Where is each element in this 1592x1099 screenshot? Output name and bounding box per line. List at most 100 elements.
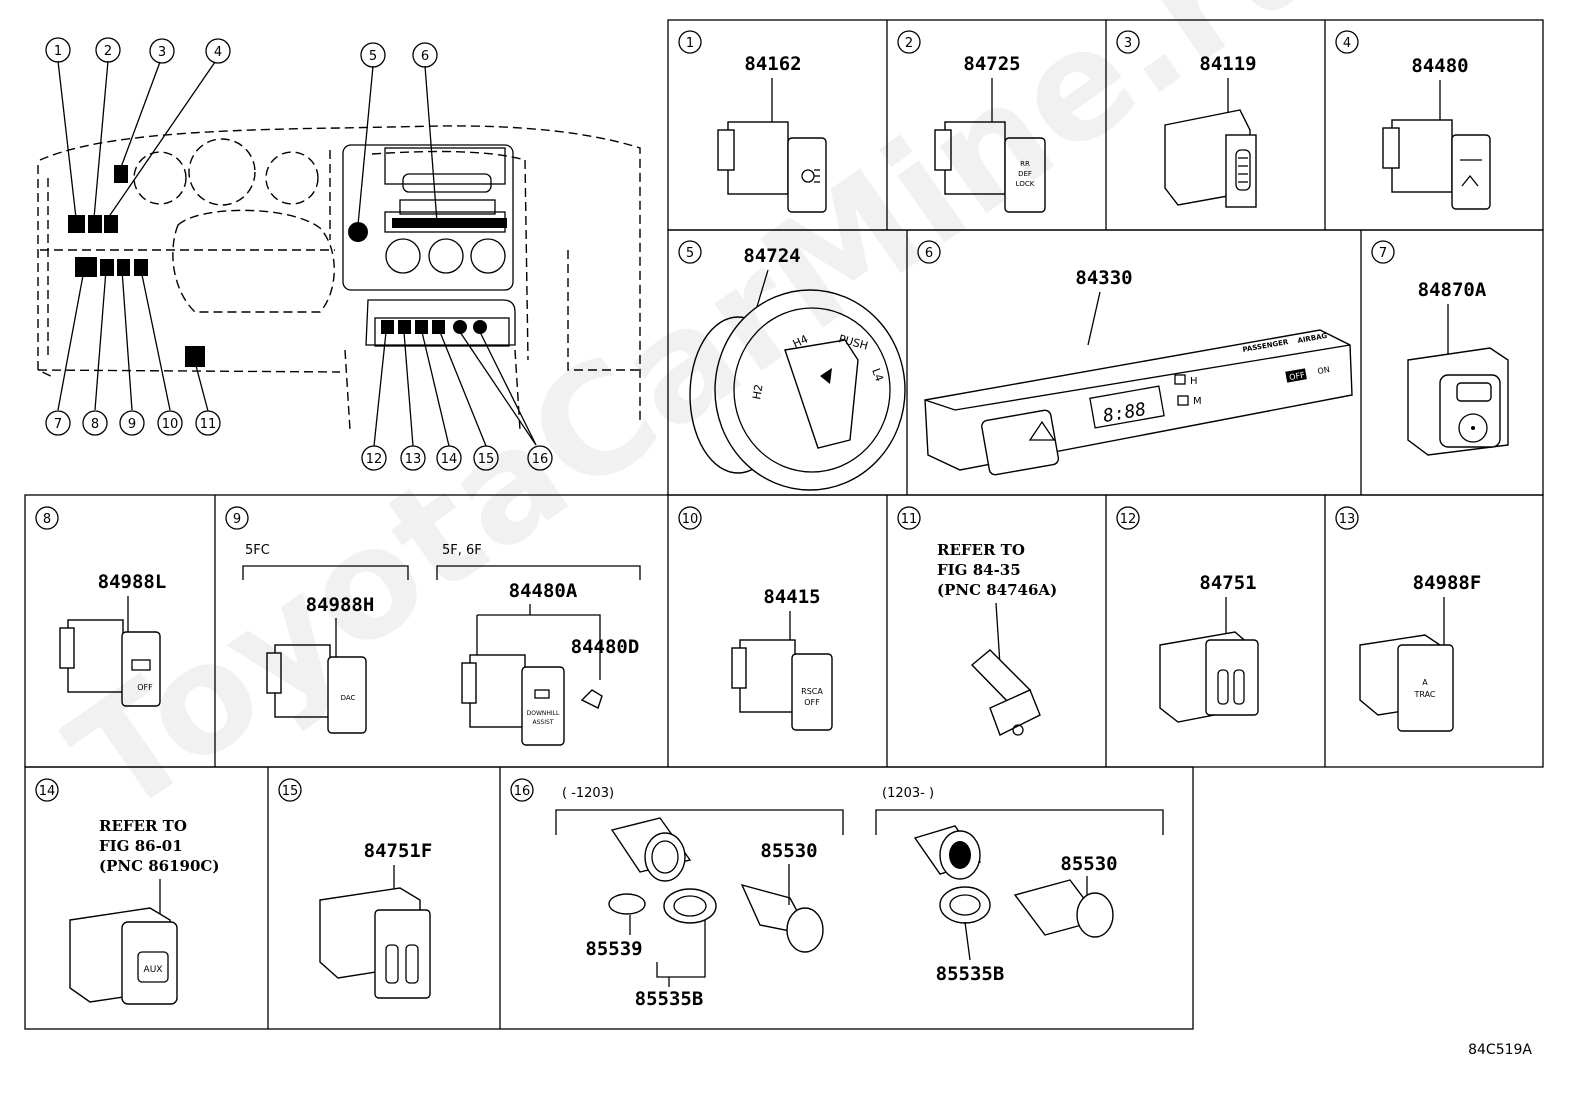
cell-4: 4 84480 [1335,30,1491,210]
cell-2: 2 84725 RR DEF LOCK [897,30,1046,213]
svg-text:12: 12 [1120,512,1137,527]
svg-text:L4: L4 [869,367,886,384]
refer-line-3: (PNC 86190C) [99,857,219,875]
svg-text:AUX: AUX [144,965,163,975]
callout-4: 4 [205,38,231,64]
power-outlet-early-part [608,817,824,953]
pnc-85535B-late: 85535B [936,963,1005,985]
refer-line-3: (PNC 84746A) [937,581,1057,599]
callout-9: 9 [119,410,145,436]
fog-switch-part [717,121,827,213]
svg-text:9: 9 [128,417,136,432]
pnc-85535B-early: 85535B [635,988,704,1010]
mirror-switch-part [1407,347,1509,456]
cell-9: 9 5FC 5F, 6F 84988H DAC 84480A 84480D DO… [225,506,641,746]
callout-7: 7 [45,410,71,436]
overview-callouts: 1 2 3 4 5 6 7 8 9 10 11 12 13 14 15 16 [45,37,553,471]
pnc-85530-late: 85530 [1060,853,1117,875]
variant-label-5fc: 5FC [245,543,270,558]
refer-line-2: FIG 84-35 [937,561,1021,579]
callout-8: 8 [82,410,108,436]
svg-text:15: 15 [282,784,299,799]
power-outlet-late-part [913,825,1114,938]
pnc-84725: 84725 [963,53,1020,75]
pnc-85530-early: 85530 [760,840,817,862]
callout-16: 16 [527,445,553,471]
switch-84480-part [1382,119,1491,210]
callout-15: 15 [473,445,499,471]
variant-label-late: (1203- ) [882,786,934,801]
callout-6: 6 [412,42,438,68]
cell-10: 10 84415 RSCA OFF [678,506,833,731]
svg-text:ASSIST: ASSIST [533,719,554,726]
svg-text:2: 2 [905,36,913,51]
pnc-84480: 84480 [1411,55,1468,77]
downhill-assist-switch-part: DOWNHILL ASSIST [461,654,603,746]
svg-text:LOCK: LOCK [1016,180,1035,188]
svg-text:3: 3 [1124,36,1132,51]
callout-12: 12 [361,445,387,471]
svg-text:DAC: DAC [341,694,356,702]
svg-text:6: 6 [421,49,429,64]
svg-text:RR: RR [1020,160,1030,168]
callout-3: 3 [149,38,175,64]
svg-text:8: 8 [43,512,51,527]
svg-text:DOWNHILL: DOWNHILL [527,710,560,717]
svg-text:14: 14 [39,784,56,799]
svg-text:11: 11 [901,512,918,527]
svg-text:4: 4 [214,45,222,60]
svg-text:5: 5 [369,49,377,64]
pnc-84988H: 84988H [306,594,375,616]
cell-3: 3 84119 [1116,30,1257,208]
cell-15: 15 84751F [278,778,432,999]
pnc-84870A: 84870A [1418,279,1487,301]
dashboard-overview [37,60,641,447]
svg-text:7: 7 [1379,246,1387,261]
hazard-clock-panel-part: 8:88 H M PASSENGER AIRBAG OFF ON [924,329,1353,476]
pnc-84988L: 84988L [98,571,167,593]
pnc-84988F: 84988F [1413,572,1482,594]
variant-label-early: ( -1203) [562,786,614,801]
svg-text:H2: H2 [750,383,765,400]
pnc-84480A: 84480A [509,580,578,602]
svg-text:10: 10 [162,417,179,432]
cell-8: 8 84988L OFF [35,506,167,707]
callout-14: 14 [436,445,462,471]
svg-text:16: 16 [514,784,531,799]
cell-1: 1 84162 [678,30,827,213]
svg-text:9: 9 [233,512,241,527]
connector-part [970,649,1041,736]
refer-line-2: FIG 86-01 [99,837,183,855]
callout-10: 10 [157,410,183,436]
svg-text:DEF: DEF [1018,170,1032,178]
svg-text:16: 16 [532,452,549,467]
switch-84988L-part: OFF [59,619,161,707]
svg-text:5: 5 [686,246,694,261]
svg-text:12: 12 [366,452,383,467]
cell-11: 11 REFER TO FIG 84-35 (PNC 84746A) [897,506,1057,736]
callout-13: 13 [400,445,426,471]
callout-5: 5 [360,42,386,68]
refer-line-1: REFER TO [99,817,187,835]
svg-text:M: M [1193,396,1202,407]
svg-text:ON: ON [1317,365,1331,376]
svg-text:8: 8 [91,417,99,432]
svg-text:H: H [1190,376,1198,387]
pnc-84119: 84119 [1199,53,1256,75]
dimmer-switch-part [1164,109,1257,208]
dac-switch-part: DAC [266,644,367,734]
pnc-84162: 84162 [744,53,801,75]
svg-text:15: 15 [478,452,495,467]
callout-1: 1 [45,37,71,63]
refer-line-1: REFER TO [937,541,1025,559]
pnc-84751: 84751 [1199,572,1256,594]
rsca-off-switch-part: RSCA OFF [731,639,833,731]
cell-16: 16 ( -1203) (1203- ) 85530 85539 85535B [510,778,1164,1010]
4wd-dial-part: H4 PUSH H2 L4 [689,289,906,491]
center-panel [342,144,514,291]
cell-7: 7 84870A [1371,240,1509,456]
cell-13: 13 84988F A TRAC [1335,506,1482,732]
rr-def-switch-part: RR DEF LOCK [934,121,1046,213]
svg-text:11: 11 [200,417,217,432]
